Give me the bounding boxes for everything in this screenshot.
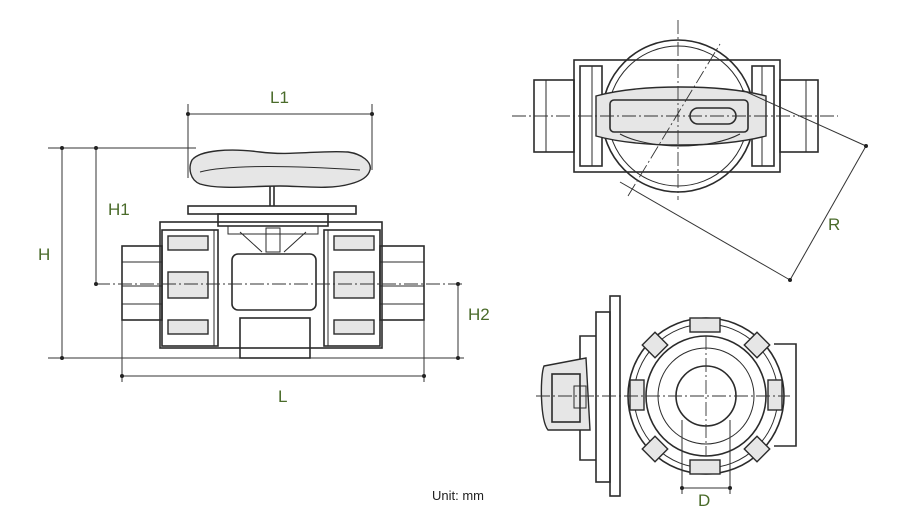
mounting-plate — [187, 205, 357, 215]
valve-body — [159, 221, 383, 349]
left-end-connector — [121, 245, 163, 321]
dimension-label-h: H — [38, 245, 50, 264]
side-view — [536, 295, 797, 497]
unit-note: Unit: mm — [432, 488, 484, 503]
handwheel — [189, 149, 371, 189]
right-end-connector — [379, 245, 425, 321]
top-view — [512, 20, 838, 200]
dimension-label-h1: H1 — [108, 200, 130, 219]
front-view-dimensions — [48, 104, 464, 382]
side-view-handle — [540, 357, 591, 431]
dimension-label-h2: H2 — [468, 305, 490, 324]
dimension-label-l: L — [278, 387, 287, 406]
d-dimension — [680, 420, 732, 494]
dimension-label-l1: L1 — [270, 88, 289, 107]
dimension-label-d: D — [698, 491, 710, 509]
dimension-label-r: R — [828, 215, 840, 234]
front-view — [96, 149, 462, 359]
top-view-handle — [595, 86, 767, 146]
r-dimension — [619, 89, 868, 282]
